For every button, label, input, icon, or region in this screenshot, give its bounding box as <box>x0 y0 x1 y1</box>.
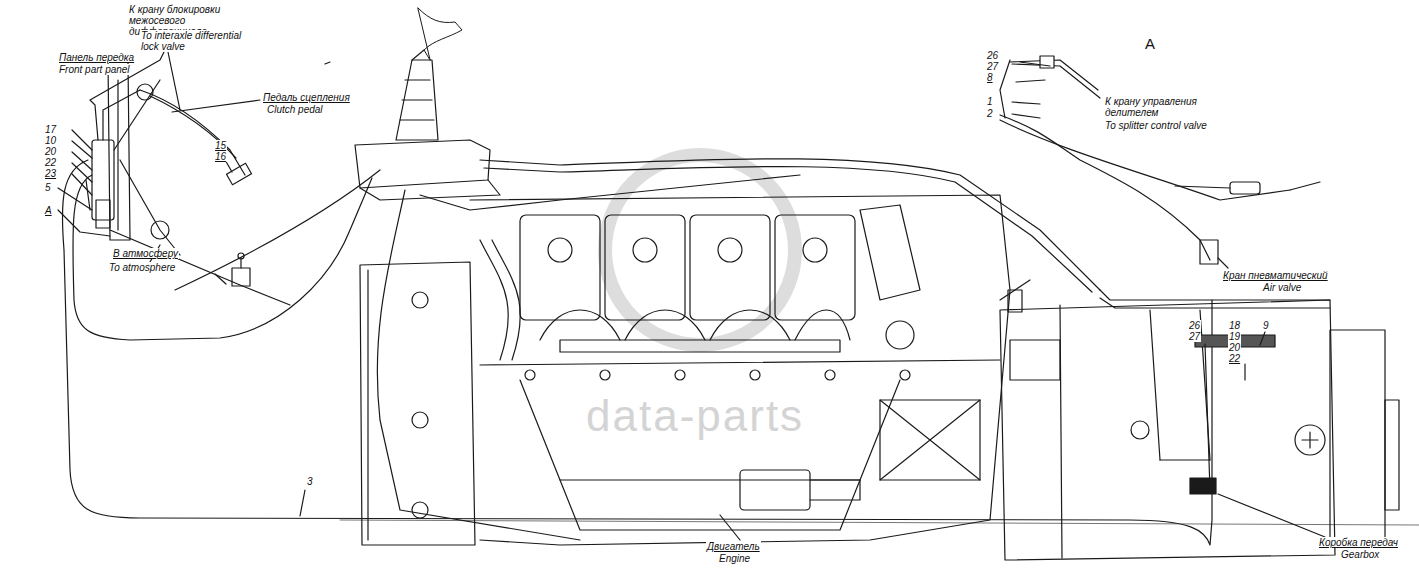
watermark: data-parts <box>585 392 805 440</box>
callout-number: 9 <box>1262 320 1270 331</box>
annotation-label: To interaxle differential lock valve <box>140 30 262 52</box>
annotation-label: To atmosphere <box>108 262 176 273</box>
annotation-label: Air valve <box>1262 282 1302 293</box>
callout-number: 20 <box>44 146 57 157</box>
annotation-label: К крану управления делителем <box>1104 96 1211 118</box>
annotation-label: To splitter control valve <box>1104 120 1236 131</box>
callout-number: 26 <box>986 50 999 61</box>
callout-number: 22 <box>44 157 57 168</box>
callout-number: 2 <box>986 108 994 119</box>
callout-number: 18 <box>1228 320 1241 331</box>
callout-number: 15 <box>214 140 227 151</box>
annotation-label: Панель передка <box>58 52 135 63</box>
callout-number: 26 <box>1188 320 1201 331</box>
callout-number: A <box>44 205 53 216</box>
callout-number: 22 <box>1228 353 1241 364</box>
callout-number: 27 <box>986 61 999 72</box>
callout-number: 17 <box>44 124 57 135</box>
annotation-label: В атмосферу <box>112 248 179 259</box>
callout-number: 8 <box>986 72 994 83</box>
callout-number: 16 <box>214 151 227 162</box>
annotation-label: Педаль сцепления <box>262 92 351 103</box>
callout-number: 27 <box>1188 331 1201 342</box>
callout-number: 20 <box>1228 342 1241 353</box>
callout-number: A <box>1144 36 1156 53</box>
callout-number: 19 <box>1228 331 1241 342</box>
annotation-label: Коробка передач <box>1318 537 1399 548</box>
callout-number: 5 <box>44 182 52 193</box>
annotation-label: Кран пневматический <box>1222 270 1329 281</box>
callout-number: 3 <box>306 476 314 487</box>
callout-number: 1 <box>986 96 994 107</box>
annotation-label: Gearbox <box>1340 549 1380 560</box>
annotation-label: Engine <box>718 553 751 564</box>
annotation-label: Двигатель <box>706 541 761 552</box>
callout-number: 23 <box>44 168 57 179</box>
callout-number: 10 <box>44 135 57 146</box>
annotation-label: Front part panel <box>58 64 131 75</box>
annotation-label: Clutch pedal <box>266 104 324 115</box>
